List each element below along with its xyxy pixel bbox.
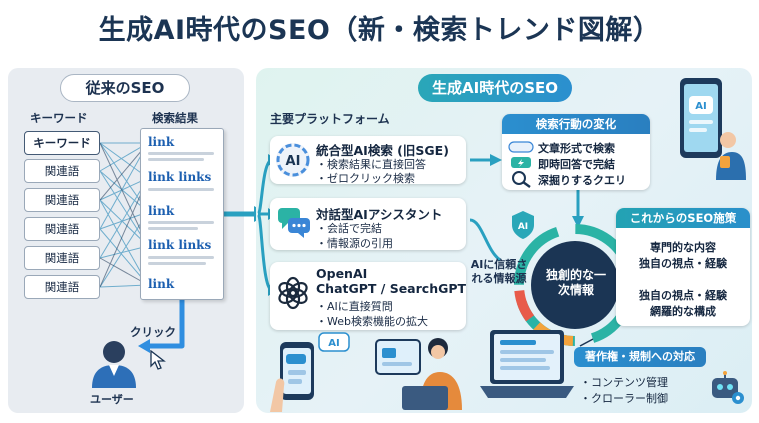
keyword-column-label: キーワード — [30, 111, 88, 125]
search-bar-icon — [508, 141, 534, 153]
openai-logo-icon — [278, 276, 308, 310]
svg-text:AI: AI — [695, 101, 706, 112]
traditional-seo-heading: 従来のSEO — [60, 74, 190, 102]
results-column-label: 検索結果 — [152, 111, 198, 125]
behavior-item: 深掘りするクエリ — [538, 174, 626, 187]
platform-subtitle: ChatGPT / SearchGPT — [316, 281, 467, 296]
platform-point: ・Web検索機能の拡大 — [316, 315, 428, 328]
platform-point: ・情報源の引用 — [316, 237, 393, 250]
page-title: 生成AI時代のSEO（新・検索トレンド図解） — [98, 15, 661, 46]
search-behavior-box: 検索行動の変化 — [502, 114, 650, 190]
platform-title: OpenAI — [316, 266, 368, 281]
result-link[interactable]: link links — [148, 170, 212, 184]
ai-search-icon: AI — [276, 143, 310, 177]
lightning-chat-icon — [511, 157, 531, 168]
measure-item: 専門的な内容 — [650, 241, 716, 254]
measure-item: 網羅的な構成 — [650, 305, 716, 318]
behavior-item: 即時回答で完結 — [538, 158, 615, 171]
rights-item: ・コンテンツ管理 — [580, 376, 668, 389]
phone-ai-illustration: AI — [680, 78, 746, 180]
hub-center-text: 独創的な一次情報 — [545, 268, 606, 297]
related-word-box: 関連語 — [24, 246, 100, 270]
rights-regulation-heading: 著作権・規制への対応 — [574, 347, 706, 367]
platform-title: 対話型AIアシスタント — [316, 207, 443, 222]
search-behavior-heading: 検索行動の変化 — [502, 114, 650, 134]
user-label: ユーザー — [90, 393, 134, 406]
ai-era-seo-heading: 生成AI時代のSEO — [418, 74, 572, 102]
laptop-illustration — [480, 330, 574, 398]
platforms-label: 主要プラットフォーム — [270, 112, 390, 126]
svg-text:AI: AI — [518, 222, 528, 232]
related-word-box: 関連語 — [24, 159, 100, 183]
search-results-page — [140, 128, 224, 300]
chat-bubbles-icon — [278, 208, 310, 238]
cursor-icon — [150, 350, 166, 370]
future-seo-measures-box: これからのSEO施策 — [616, 208, 750, 326]
measure-item: 独自の視点・経験 — [639, 289, 727, 302]
behavior-item: 文章形式で検索 — [538, 142, 615, 155]
result-link[interactable]: link links — [148, 238, 212, 252]
result-link[interactable]: link — [148, 204, 175, 218]
platform-point: ・AIに直接質問 — [316, 300, 393, 313]
related-word-box: 関連語 — [24, 275, 100, 299]
ai-shield-badge-icon: AI — [512, 211, 534, 239]
platform-point: ・ゼロクリック検索 — [316, 172, 415, 185]
trusted-source-label: AIに信頼される情報源 — [470, 258, 528, 285]
click-label: クリック — [130, 325, 176, 339]
svg-text:AI: AI — [286, 154, 301, 169]
robot-crawler-icon — [712, 371, 744, 404]
result-link[interactable]: link — [148, 277, 175, 291]
user-icon — [92, 341, 136, 388]
svg-text:AI: AI — [328, 338, 339, 349]
related-word-box: 関連語 — [24, 217, 100, 241]
platform-card-openai — [270, 262, 466, 330]
hand-phone-illustration — [270, 342, 314, 412]
platform-point: ・会話で完結 — [316, 222, 382, 235]
platform-title: 統合型AI検索 (旧SGE) — [316, 143, 449, 158]
person-laptop-illustration — [375, 338, 462, 410]
future-seo-heading: これからのSEO施策 — [616, 208, 750, 228]
platform-point: ・検索結果に直接回答 — [316, 158, 426, 171]
result-link[interactable]: link — [148, 135, 175, 149]
related-word-box: 関連語 — [24, 188, 100, 212]
rights-item: ・クローラー制御 — [580, 392, 668, 405]
magnifier-person-icon — [512, 171, 531, 188]
ai-chat-bubble-icon: AI — [318, 332, 350, 352]
keyword-box: キーワード — [24, 131, 100, 155]
measure-item: 独自の視点・経験 — [639, 257, 727, 270]
